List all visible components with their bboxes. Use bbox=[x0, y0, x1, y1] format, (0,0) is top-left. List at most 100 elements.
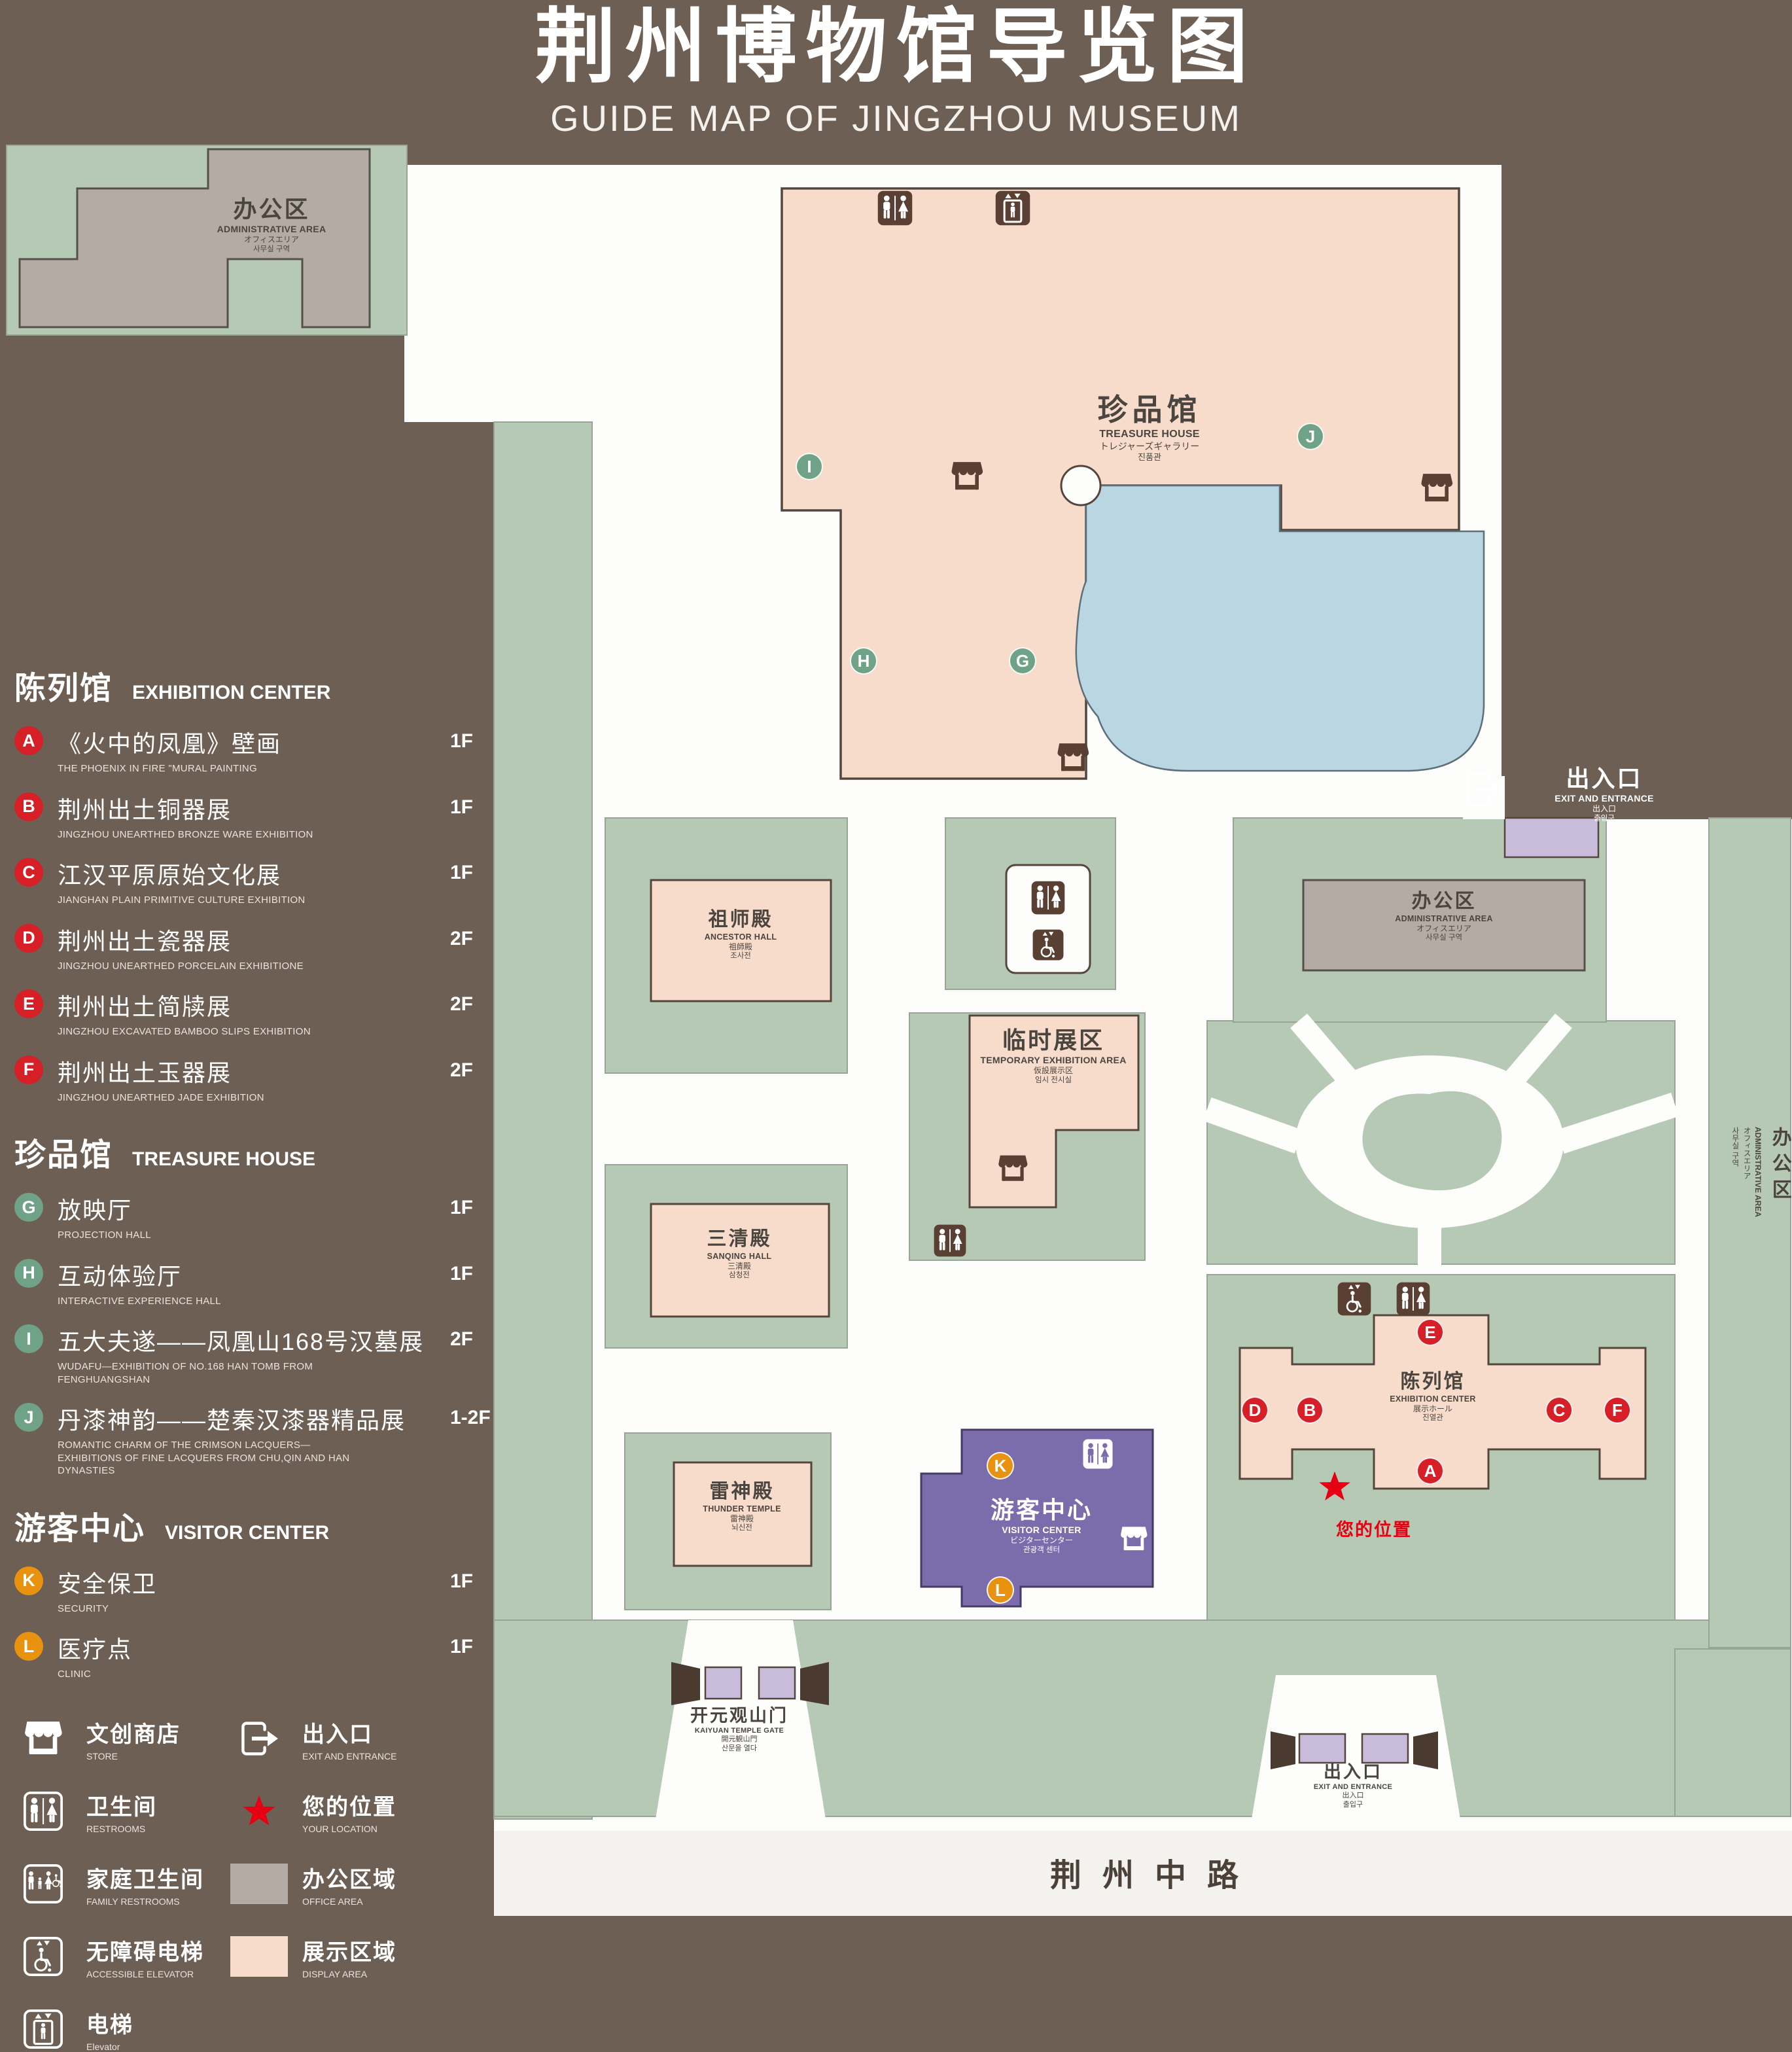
map-marker-J: J bbox=[1297, 423, 1324, 450]
item-letter-badge-E: E bbox=[14, 989, 43, 1018]
family-building-restroom-icon bbox=[1030, 880, 1066, 915]
map-marker-K: K bbox=[987, 1452, 1014, 1479]
map-marker-F: F bbox=[1604, 1396, 1631, 1424]
gate-kiosk-right bbox=[758, 1666, 796, 1700]
map-marker-I: I bbox=[796, 453, 823, 480]
legend-label-en: DISPLAY AREA bbox=[302, 1968, 368, 1979]
temporary-exhibition-label-en: TEMPORARY EXHIBITION AREA bbox=[980, 1054, 1127, 1065]
item-letter-badge-I: I bbox=[14, 1324, 43, 1353]
section-heading-en: VISITOR CENTER bbox=[165, 1521, 330, 1544]
item-title-en: WUDAFU—EXHIBITION OF NO.168 HAN TOMB FRO… bbox=[58, 1361, 313, 1385]
exit-top-label-jp: 出入口 bbox=[1592, 804, 1616, 813]
map-marker-C: C bbox=[1545, 1396, 1573, 1424]
legend-texts: 展示区域 DISPLAY AREA bbox=[302, 1934, 396, 1979]
display-swatch-icon bbox=[230, 1936, 288, 1977]
admin-right-label-en: ADMINISTRATIVE AREA bbox=[1395, 913, 1493, 923]
item-letter-badge-D: D bbox=[14, 923, 43, 953]
legend-label-en: EXIT AND ENTRANCE bbox=[302, 1750, 397, 1761]
legend-label-cn: 电梯 bbox=[86, 2012, 133, 2038]
treasure-store-icon-1 bbox=[949, 460, 985, 493]
south-exit-kiosk-left bbox=[1298, 1733, 1346, 1764]
item-title-en: THE PHOENIX IN FIRE "MURAL PAINTING bbox=[58, 763, 258, 774]
office-swatch-swatch-color bbox=[230, 1864, 288, 1904]
legend-label-cn: 办公区域 bbox=[302, 1867, 396, 1892]
family-building-accessible-icon bbox=[1032, 929, 1064, 961]
item-title-en: JINGZHOU EXCAVATED BAMBOO SLIPS EXHIBITI… bbox=[58, 1026, 311, 1037]
map-marker-G: G bbox=[1009, 647, 1036, 675]
section-heading-en: TREASURE HOUSE bbox=[132, 1148, 316, 1170]
exit-bottom-label-en: EXIT AND ENTRANCE bbox=[1313, 1782, 1393, 1791]
legend-label-cn: 展示区域 bbox=[302, 1939, 396, 1965]
your-location-star-icon bbox=[1318, 1470, 1352, 1503]
treasure-elevator-icon bbox=[994, 190, 1031, 226]
exit-bottom-label-kr: 출입구 bbox=[1343, 1800, 1363, 1809]
legend-label-cn: 出入口 bbox=[302, 1722, 373, 1747]
ancestor-hall-label-kr: 조사전 bbox=[730, 952, 751, 961]
item-title-en: JIANGHAN PLAIN PRIMITIVE CULTURE EXHIBIT… bbox=[58, 894, 306, 906]
visitor-center-label-kr: 관광객 센터 bbox=[1023, 1546, 1061, 1554]
legend-label-cn: 您的位置 bbox=[302, 1794, 396, 1820]
item-texts: 安全保卫 SECURITY bbox=[58, 1565, 436, 1616]
ancestor-hall-label-jp: 祖師殿 bbox=[728, 942, 752, 951]
pond bbox=[1075, 484, 1485, 772]
ancestor-hall-building bbox=[650, 879, 832, 1002]
exit-bottom-label-cn: 出入口 bbox=[1323, 1762, 1382, 1782]
sanqing-hall-label-cn: 三清殿 bbox=[707, 1228, 772, 1250]
item-title-cn: 荆州出土玉器展 bbox=[58, 1059, 232, 1086]
item-letter-badge-A: A bbox=[14, 726, 43, 755]
legend-label-en: Elevator bbox=[86, 2041, 120, 2052]
lawn-west-strip bbox=[493, 421, 593, 1820]
admin-top-label-kr: 사무실 구역 bbox=[253, 245, 290, 253]
legend-label-en: STORE bbox=[86, 1750, 118, 1761]
legend-label-en: YOUR LOCATION bbox=[302, 1823, 378, 1834]
exhibition-center-label-kr: 진열관 bbox=[1422, 1414, 1443, 1423]
section-heading-en: EXHIBITION CENTER bbox=[132, 682, 331, 703]
road bbox=[494, 1831, 1792, 1916]
section-heading-cn: 珍品馆 bbox=[14, 1138, 113, 1173]
lawn-east-strip bbox=[1708, 817, 1791, 1648]
item-title-cn: 安全保卫 bbox=[58, 1570, 158, 1597]
sanqing-hall-label-kr: 삼청전 bbox=[729, 1271, 750, 1280]
visitor-center-building bbox=[920, 1428, 1154, 1608]
visitor-center-label-jp: ビジターセンター bbox=[1010, 1535, 1073, 1545]
item-letter-badge-F: F bbox=[14, 1055, 43, 1084]
legend-label-en: ACCESSIBLE ELEVATOR bbox=[86, 1968, 194, 1979]
item-letter-badge-B: B bbox=[14, 792, 43, 821]
exit-bottom-label-jp: 出入口 bbox=[1342, 1792, 1364, 1800]
item-floor: 1F bbox=[450, 730, 474, 752]
legend-exit: 出入口 EXIT AND ENTRANCE bbox=[230, 1716, 501, 1761]
header: 荆州博物馆导览图 GUIDE MAP OF JINGZHOU MUSEUM bbox=[0, 0, 1792, 139]
admin-side-label-kr: 사무실 구역 bbox=[1731, 1127, 1739, 1167]
map-marker-L: L bbox=[987, 1576, 1014, 1604]
item-title-en: SECURITY bbox=[58, 1602, 109, 1614]
temporary-restroom-icon bbox=[933, 1224, 967, 1258]
item-title-en: JINGZHOU UNEARTHED PORCELAIN EXHIBITIONE bbox=[58, 960, 304, 972]
item-floor: 2F bbox=[450, 1328, 474, 1350]
kaiyuan-gate-label-jp: 開元観山門 bbox=[721, 1735, 758, 1744]
office-swatch-icon bbox=[230, 1864, 288, 1904]
admin-top-label-en: ADMINISTRATIVE AREA bbox=[217, 223, 326, 234]
gate-kiosk-left bbox=[704, 1666, 743, 1700]
item-floor: 1F bbox=[450, 796, 474, 818]
temporary-store-icon bbox=[996, 1154, 1029, 1184]
page-title: 荆州博物馆导览图 bbox=[535, 2, 1257, 92]
